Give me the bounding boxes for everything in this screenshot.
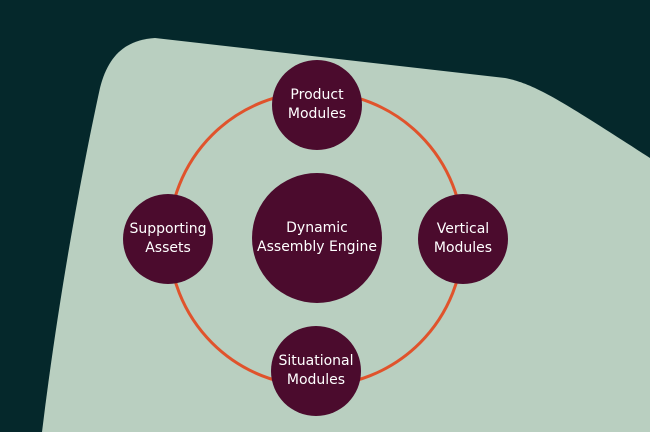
bottom-node-circle [271,326,361,416]
right-node-circle [418,194,508,284]
top-node-circle [272,60,362,150]
left-node-circle [123,194,213,284]
center-node-circle [252,173,382,303]
